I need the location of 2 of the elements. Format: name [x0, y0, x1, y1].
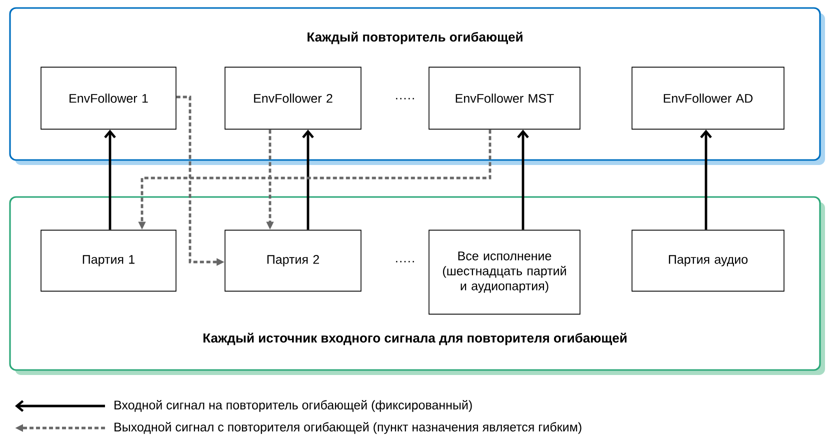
- legend-text: Входной сигнал на повторитель огибающей (фиксированный): [114, 400, 472, 412]
- legend-text: Выходной сигнал с повторителя огибающей (пункт назначения является гибким): [114, 422, 582, 434]
